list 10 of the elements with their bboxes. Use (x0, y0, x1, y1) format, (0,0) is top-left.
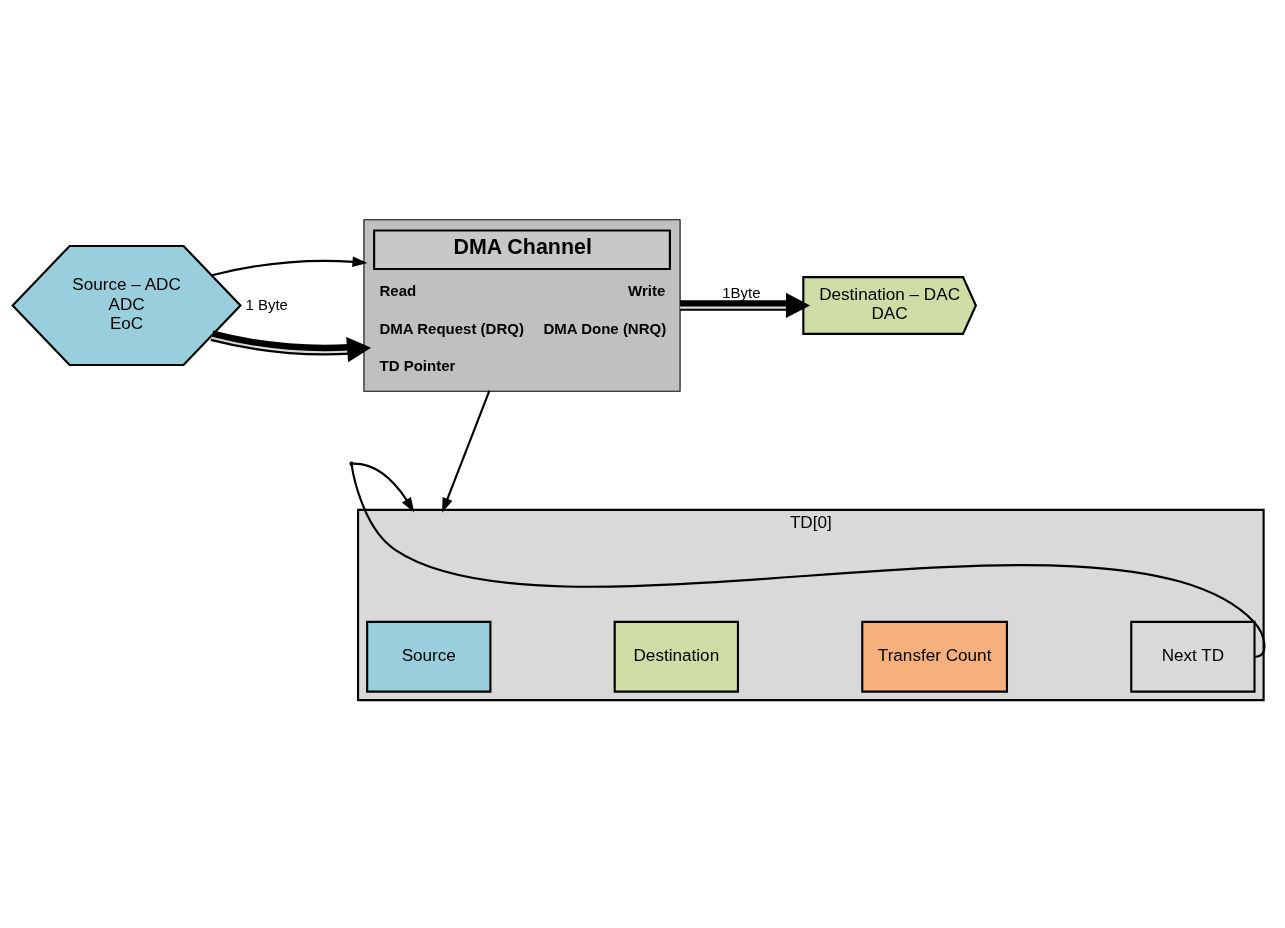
arrow (210, 330, 372, 362)
edge-label: 1Byte (722, 283, 761, 301)
arrow (211, 256, 368, 276)
arrow (680, 292, 811, 318)
node-box: Source (366, 620, 492, 693)
node-box: Transfer Count (861, 620, 1008, 693)
edge-label: 1 Byte (245, 295, 288, 313)
node-box: Destination (613, 620, 740, 693)
node-box: Next TD (1130, 620, 1256, 693)
arrow (442, 389, 491, 513)
